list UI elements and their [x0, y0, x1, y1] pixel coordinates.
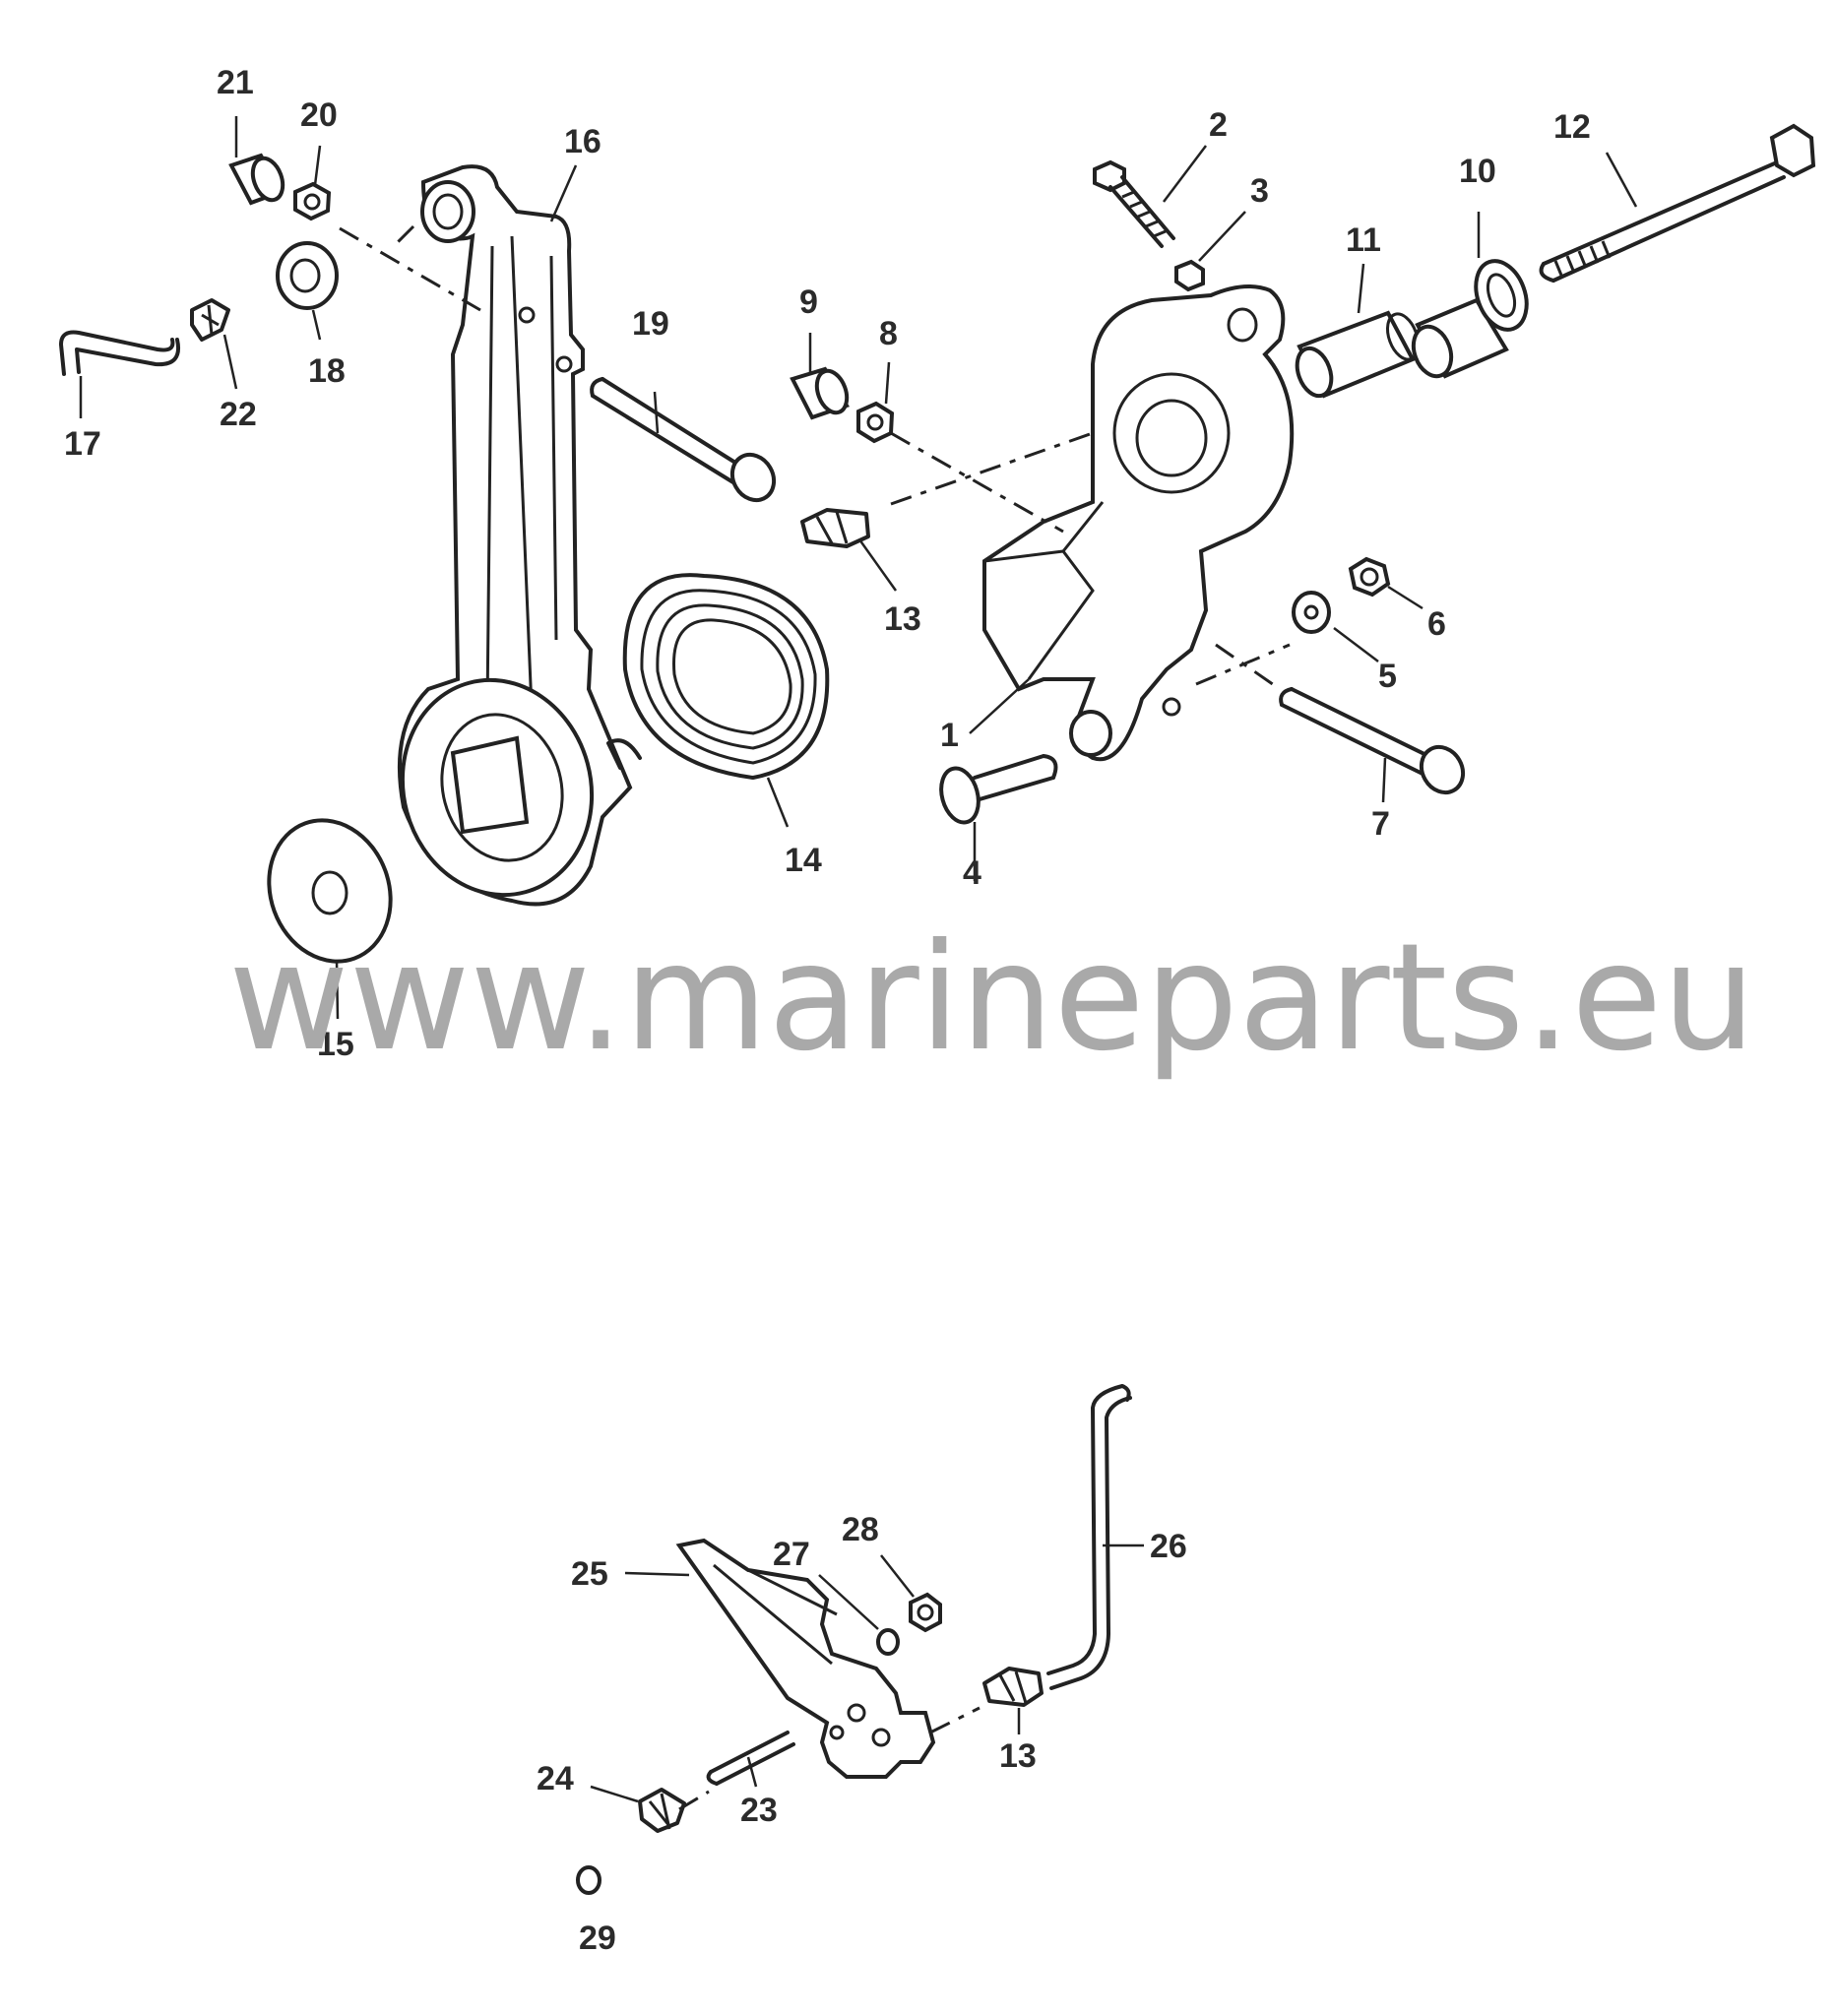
part-21-bushing: [228, 153, 285, 206]
callout-15: 15: [317, 1026, 354, 1063]
part-2-screw: [1093, 159, 1175, 248]
callout-16: 16: [564, 123, 601, 160]
callout-25: 25: [571, 1555, 608, 1593]
callout-27: 27: [773, 1536, 810, 1573]
part-7-bolt: [1279, 687, 1466, 795]
callout-24: 24: [537, 1760, 574, 1797]
part-26-rod: [1046, 1384, 1132, 1690]
callout-26: 26: [1150, 1528, 1187, 1565]
callout-20: 20: [300, 96, 338, 134]
callout-18: 18: [308, 352, 346, 390]
callout-13-top: 13: [884, 600, 921, 638]
callout-19: 19: [632, 305, 669, 343]
part-14-spring: [606, 573, 830, 780]
part-3-nut: [1174, 259, 1205, 292]
callout-21: 21: [217, 64, 254, 101]
callout-17: 17: [64, 425, 101, 463]
callout-9: 9: [799, 284, 818, 321]
callout-6: 6: [1427, 605, 1446, 643]
part-16-lever: [397, 164, 633, 907]
callout-14: 14: [785, 842, 822, 879]
part-15-washer: [267, 818, 393, 964]
watermark-text: www.marineparts.eu: [228, 913, 1756, 1084]
part-11-sleeve: [1295, 310, 1421, 399]
callout-28: 28: [842, 1511, 879, 1548]
leader-lines: [79, 116, 1638, 1803]
part-19-bolt: [590, 377, 777, 503]
callout-7: 7: [1371, 805, 1390, 843]
part-27-washer: [876, 1628, 900, 1656]
part-28-nut: [909, 1592, 942, 1633]
part-10-flanged-bushing: [1411, 259, 1529, 379]
part-13-clip-top: [800, 508, 870, 548]
callout-10: 10: [1459, 153, 1496, 190]
callout-12: 12: [1553, 108, 1591, 146]
part-29-washer: [576, 1865, 601, 1895]
callout-11: 11: [1346, 221, 1381, 259]
part-25-lever: [675, 1538, 936, 1779]
part-9-bushing: [790, 366, 850, 420]
callout-2: 2: [1209, 106, 1228, 144]
part-17-rod: [59, 330, 180, 376]
part-6-nut: [1348, 556, 1391, 598]
part-12-bolt: [1539, 123, 1816, 283]
part-8-nut: [856, 401, 895, 444]
part-22-clip: [190, 298, 230, 342]
callout-4: 4: [963, 854, 981, 892]
callout-labels: 21 20 16 18 22 17 19 9 8 13 14 15 2 3 11…: [64, 64, 1591, 1957]
callout-3: 3: [1250, 172, 1269, 210]
part-23-pin: [706, 1731, 795, 1786]
part-24-clip: [638, 1788, 686, 1833]
callout-29: 29: [579, 1920, 616, 1957]
callout-8: 8: [879, 315, 898, 352]
part-13-clip-bottom: [982, 1667, 1044, 1707]
part-20-nut: [293, 181, 332, 221]
callout-22: 22: [220, 396, 257, 433]
part-18-nut: [276, 241, 339, 310]
part-5-washer: [1292, 591, 1331, 634]
part-1-bracket: [982, 284, 1295, 762]
callout-5: 5: [1378, 658, 1397, 695]
part-4-pin: [939, 754, 1058, 825]
callout-1: 1: [940, 717, 959, 754]
callout-23: 23: [740, 1792, 778, 1829]
callout-13-bottom: 13: [999, 1737, 1037, 1775]
